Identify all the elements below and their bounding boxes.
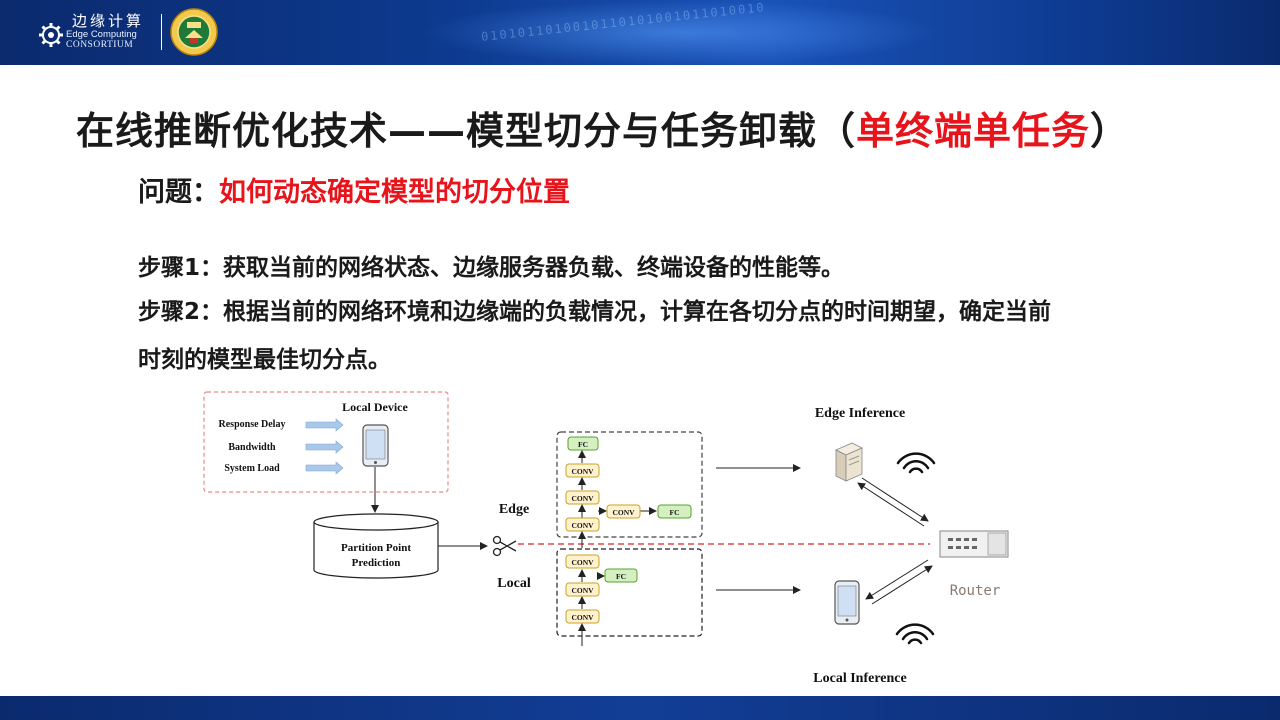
edge-inference-label: Edge Inference	[815, 406, 905, 421]
gear-icon	[39, 23, 63, 47]
logo-en-line2: CONSORTIUM	[66, 40, 134, 50]
prediction-line-2: Prediction	[352, 557, 401, 569]
input-system-load: System Load	[224, 463, 280, 474]
local-branch-fc: FC	[604, 568, 638, 583]
ecc-logo: 边缘计算 Edge Computing CONSORTIUM	[38, 10, 158, 54]
edge-wifi-icon	[896, 452, 936, 474]
router-label: Router	[950, 583, 1001, 599]
local-inference-phone-icon	[834, 580, 860, 625]
step-2-line-2: 时刻的模型最佳切分点。	[138, 347, 391, 373]
logo-en-line1: Edge Computing	[66, 29, 137, 40]
edge-label: Edge	[499, 502, 529, 517]
question: 问题：如何动态确定模型的切分位置	[138, 170, 570, 209]
router-icon	[939, 530, 1009, 558]
local-device-box	[203, 391, 449, 493]
step-1: 步骤1：获取当前的网络状态、边缘服务器负载、终端设备的性能等。	[138, 255, 845, 281]
title-main: 在线推断优化技术——模型切分与任务卸载（	[76, 109, 857, 153]
logo-cn-text: 边缘计算	[72, 12, 145, 30]
local-conv-2: CONV	[565, 582, 600, 597]
header-bar: 0101011010010110101001011010010 边缘计算 Edg…	[0, 0, 1280, 65]
edge-conv-3: CONV	[565, 517, 600, 532]
slide-title: 在线推断优化技术——模型切分与任务卸载（单终端单任务）	[76, 100, 1129, 155]
step-2-line-1: 步骤2：根据当前的网络环境和边缘端的负载情况，计算在各切分点的时间期望，确定当前	[138, 299, 1052, 325]
question-text: 如何动态确定模型的切分位置	[219, 177, 570, 208]
logo-separator	[161, 14, 162, 50]
svg-text:CONV: CONV	[571, 521, 594, 530]
local-conv-3: CONV	[565, 609, 600, 624]
input-response-delay: Response Delay	[219, 419, 286, 430]
local-inference-label: Local Inference	[813, 671, 906, 686]
svg-text:CONV: CONV	[571, 558, 594, 567]
local-device-label: Local Device	[342, 400, 408, 414]
question-label: 问题：	[138, 177, 219, 208]
svg-text:CONV: CONV	[571, 494, 594, 503]
svg-text:FC: FC	[616, 572, 626, 581]
edge-conv-2: CONV	[565, 490, 600, 505]
header-glow	[420, 0, 940, 65]
svg-text:FC: FC	[670, 508, 680, 517]
svg-text:CONV: CONV	[571, 613, 594, 622]
scissors-icon	[492, 535, 517, 557]
edge-fc-top: FC	[567, 436, 599, 451]
university-seal-icon	[170, 8, 218, 56]
local-device-phone-icon	[362, 424, 389, 467]
edge-conv-1: CONV	[565, 463, 600, 478]
svg-text:CONV: CONV	[571, 467, 594, 476]
local-label: Local	[497, 576, 531, 591]
footer-bar	[0, 696, 1280, 720]
edge-branch-conv: CONV	[606, 504, 641, 519]
svg-text:CONV: CONV	[571, 586, 594, 595]
edge-server-icon	[835, 442, 863, 482]
local-model-box	[556, 548, 703, 637]
local-conv-1: CONV	[565, 554, 600, 569]
input-arrows	[305, 418, 344, 475]
prediction-line-1: Partition Point	[341, 542, 411, 554]
edge-branch-fc: FC	[657, 504, 692, 519]
svg-text:CONV: CONV	[612, 508, 635, 517]
edge-model-box	[556, 431, 703, 538]
svg-text:FC: FC	[578, 440, 588, 449]
local-wifi-icon	[895, 623, 935, 645]
partition-prediction-cylinder	[313, 513, 439, 579]
title-highlight: 单终端单任务	[856, 109, 1091, 153]
title-end: ）	[1090, 109, 1130, 153]
input-bandwidth: Bandwidth	[228, 442, 276, 453]
